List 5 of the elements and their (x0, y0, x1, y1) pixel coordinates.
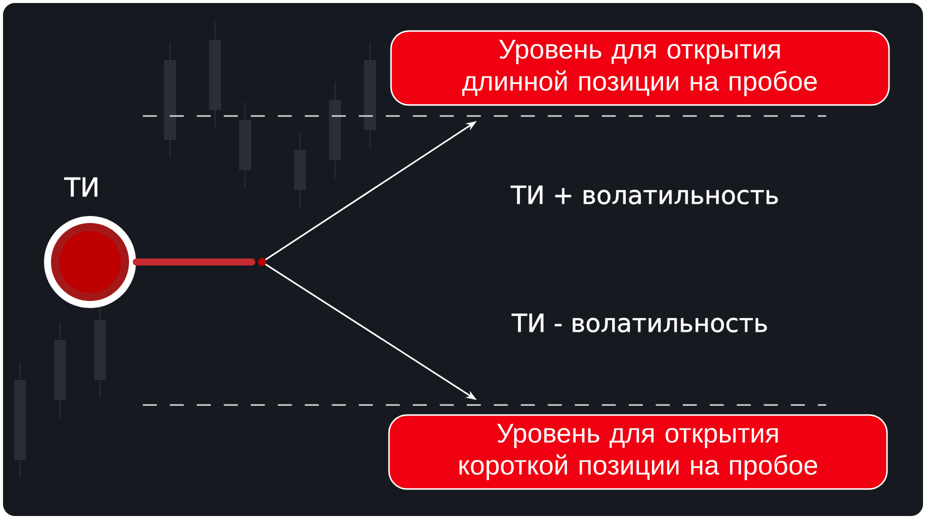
level-line (142, 404, 826, 406)
level-box: Уровень для открытия длинной позиции на пробое (390, 30, 890, 106)
level-line (142, 115, 826, 117)
junction-point (258, 258, 266, 266)
level-box: Уровень для открытия короткой позиции на пробое (388, 414, 888, 490)
